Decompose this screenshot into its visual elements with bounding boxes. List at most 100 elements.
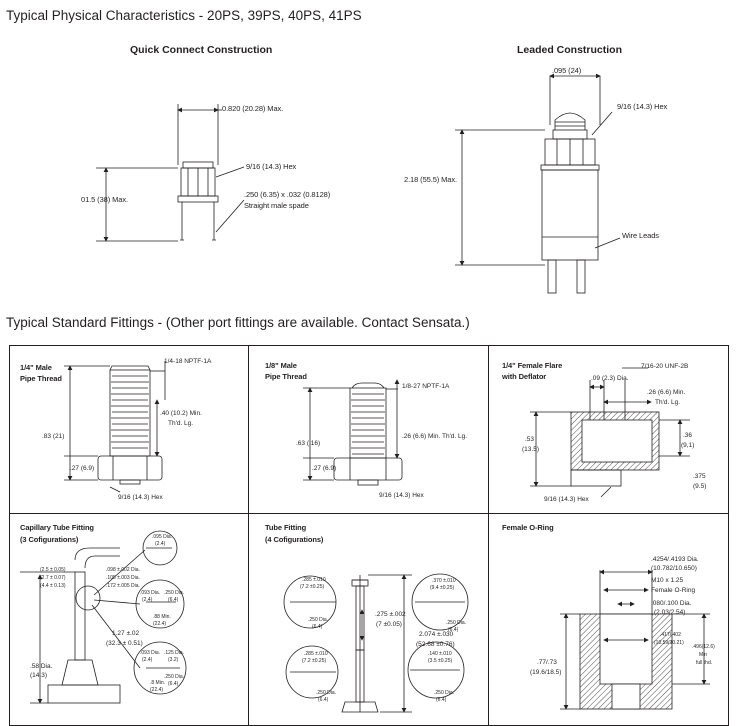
tube-callout: .250 Dia. (308, 617, 329, 623)
capillary-callout: (6.4) (168, 681, 179, 687)
capillary-callout: (6.4) (168, 597, 179, 603)
capillary-callout: .8 Min. (150, 680, 166, 686)
leaded-title: Leaded Construction (517, 44, 623, 56)
capillary-base-2: (14.3) (30, 672, 47, 679)
tube-callout: (6.4) (318, 697, 329, 703)
tube-callout: (7.2 ±0.25) (302, 658, 327, 664)
grid-divider (9, 513, 729, 514)
capillary-callout: (2.4) (142, 597, 153, 603)
leaded-height-dim: 2.18 (55.5) Max. (404, 175, 458, 184)
male-quarter-height: .83 (21) (42, 433, 65, 440)
tube-d2074-2: (52.68 ±0.76) (416, 641, 455, 648)
leaded-drawing (455, 73, 621, 294)
capillary-drawing (20, 530, 187, 704)
male-eighth-title-2: Pipe Thread (265, 372, 307, 381)
male-eighth-title-1: 1/8" Male (265, 361, 297, 370)
tube-d275-1: .275 ±.002 (375, 611, 406, 618)
flare-d36-2: (9,1) (681, 442, 695, 449)
tube-callout: .285 ±.010 (302, 577, 326, 583)
flare-thd-len-2: Th'd. Lg. (655, 399, 681, 406)
leaded-hex-label: 9/16 (14.3) Hex (617, 102, 668, 111)
male-quarter-thd-len-2: Th'd. Lg. (168, 420, 194, 427)
tube-callout: .250 Dia. (434, 690, 455, 696)
tube-callout: (6.4) (448, 627, 459, 633)
flare-title-1: 1/4" Female Flare (502, 361, 563, 370)
male-quarter-hex-h: .27 (6.9) (70, 465, 95, 472)
oring-d080-2: (2.03/2.54) (654, 609, 686, 616)
male-eighth-hex-h: .27 (6.9) (312, 465, 337, 472)
capillary-callout: .093 Dia. (140, 590, 161, 596)
capillary-left-dim: (4.4 ± 0.13) (40, 583, 66, 589)
qc-width-dim: 0.820 (20.28) Max. (222, 104, 284, 113)
tube-callout: (9.4 ±0.25) (430, 585, 455, 591)
qc-spade-dim: .250 (6.35) x .032 (0.8128) (244, 190, 331, 199)
tube-d275-2: (7 ±0.05) (376, 621, 402, 628)
oring-dia-2: (10.782/10.650) (651, 565, 697, 572)
leaded-top-dim: .095 (24) (552, 66, 582, 75)
flare-dia: .09 (2.3) Dia. (591, 375, 629, 382)
oring-dia-1: .4254/.4193 Dia. (651, 556, 699, 563)
tube-callout: .250 Dia. (316, 690, 337, 696)
male-quarter-thd-len-1: .40 (10.2) Min. (160, 410, 202, 417)
capillary-callout: .250 Dia. (164, 590, 185, 596)
fittings-title: Typical Standard Fittings - (Other port … (6, 315, 470, 330)
capillary-callout: (3.2) (168, 657, 179, 663)
tube-callout: .285 ±.010 (304, 651, 328, 657)
oring-d080-1: .080/.100 Dia. (651, 600, 692, 607)
male-quarter-hex: 9/16 (14.3) Hex (118, 494, 163, 501)
capillary-left-dim: (2.5 ± 0.05) (40, 567, 66, 573)
capillary-left-dim: (2.7 ± 0.07) (40, 575, 66, 581)
tube-callout: (3.5 ±0.25) (428, 658, 453, 664)
eighth-male-pipe-drawing (303, 379, 403, 486)
capillary-right-dim: .105 ±.003 Dia. (106, 575, 140, 581)
capillary-height-2: (32.3 ± 0.51) (106, 640, 143, 647)
tube-callout: (6.4) (436, 697, 447, 703)
oring-d77-2: (19.6/18.5) (530, 669, 562, 676)
male-quarter-thread: 1/4-18 NPTF-1A (164, 358, 212, 365)
grid-divider (248, 345, 249, 726)
tube-title-1: Tube Fitting (265, 523, 307, 532)
capillary-callout: .093 Dia. (140, 650, 161, 656)
female-flare-drawing (530, 367, 690, 498)
oring-d496-2: Min (699, 652, 708, 658)
male-eighth-height: .63 (.16) (296, 440, 321, 447)
capillary-callout: (2.4) (155, 541, 166, 547)
tube-callout: .140 ±.010 (428, 651, 452, 657)
tube-title-2: (4 Cofigurations) (265, 535, 324, 544)
flare-thd-len-1: .26 (6.6) Min. (647, 389, 686, 396)
capillary-height-1: 1.27 ±.02 (112, 630, 140, 637)
oring-d77-1: .77/.73 (537, 659, 557, 666)
capillary-callout: .095 Dia. (152, 534, 173, 540)
page-title: Typical Physical Characteristics - 20PS,… (6, 8, 362, 23)
quick-connect-drawing (96, 104, 245, 242)
qc-spade-label: Straight male spade (244, 201, 309, 210)
tube-d2074-1: 2.074 ±.030 (419, 631, 454, 638)
oring-drawing (560, 569, 710, 710)
capillary-callout: (22.4) (150, 687, 164, 693)
tube-callout: (6.4) (312, 624, 323, 630)
tube-callout: (7.2 ±0.25) (300, 584, 325, 590)
capillary-callout: (22.4) (153, 621, 167, 627)
flare-d375-2: (9.5) (693, 483, 707, 490)
male-eighth-thread: 1/8-27 NPTF-1A (402, 383, 450, 390)
male-quarter-title-2: Pipe Thread (20, 374, 62, 383)
tube-callout: .370 ±.010 (432, 578, 456, 584)
capillary-base-1: .58 Dia. (30, 663, 53, 670)
quick-connect-title: Quick Connect Construction (130, 44, 273, 56)
tube-callout: .250 Dia. (446, 620, 467, 626)
grid-divider (488, 345, 489, 726)
capillary-title-2: (3 Cofigurations) (20, 535, 79, 544)
flare-height-1: .53 (525, 436, 535, 443)
male-eighth-thd-len: .26 (6.6) Min. Th'd. Lg. (402, 433, 468, 440)
capillary-callout: .88 Min. (153, 614, 171, 620)
male-quarter-title-1: 1/4" Male (20, 363, 52, 372)
capillary-callout: .250 Dia. (164, 674, 185, 680)
quarter-male-pipe-drawing (64, 361, 166, 493)
oring-d417-2: (10.59/10.21) (654, 640, 684, 646)
flare-hex: 9/16 (14.3) Hex (544, 496, 589, 503)
capillary-right-dim: .172 ±.005 Dia. (106, 583, 140, 589)
capillary-title-1: Capillary Tube Fitting (20, 523, 94, 532)
flare-title-2: with Deflator (502, 372, 547, 381)
flare-thread: 7/16-20 UNF-2B (641, 363, 689, 370)
